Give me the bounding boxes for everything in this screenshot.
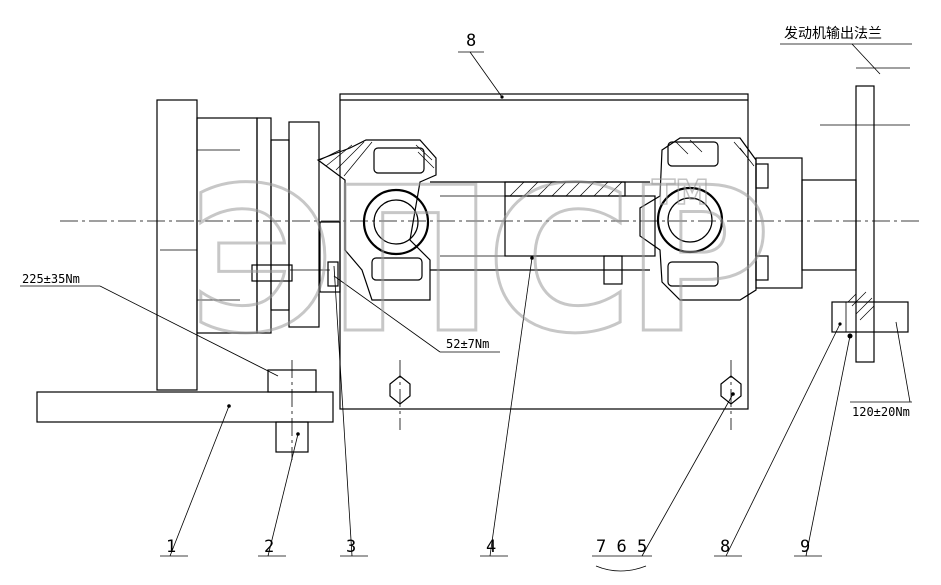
callout-4: 4 <box>486 537 496 557</box>
output-flange <box>755 67 910 363</box>
svg-text:8: 8 <box>466 31 476 51</box>
callout-765: 7 6 5 <box>596 537 647 557</box>
mount-bolts <box>389 360 742 430</box>
callout-9: 9 <box>800 537 810 557</box>
callout-1: 1 <box>166 537 176 557</box>
watermark-logo: ЭПСР TM <box>187 144 774 380</box>
leader-lines <box>20 43 912 572</box>
svg-text:ЭПСР: ЭПСР <box>188 145 764 378</box>
callout-2: 2 <box>264 537 274 557</box>
callout-8-bottom: 8 <box>720 537 730 557</box>
torque-label-225: 225±35Nm <box>22 272 80 286</box>
left-coupling <box>251 221 341 293</box>
svg-text:TM: TM <box>652 173 709 213</box>
engine-flange-label: 发动机输出法兰 <box>784 26 882 42</box>
torque-label-120: 120±20Nm <box>852 405 910 419</box>
base-plate <box>36 391 334 423</box>
callout-3: 3 <box>346 537 356 557</box>
callout-8-top: 8 <box>458 31 504 99</box>
pump-unit <box>156 99 320 391</box>
torque-label-52: 52±7Nm <box>446 337 489 351</box>
cardan-shaft <box>316 137 757 301</box>
